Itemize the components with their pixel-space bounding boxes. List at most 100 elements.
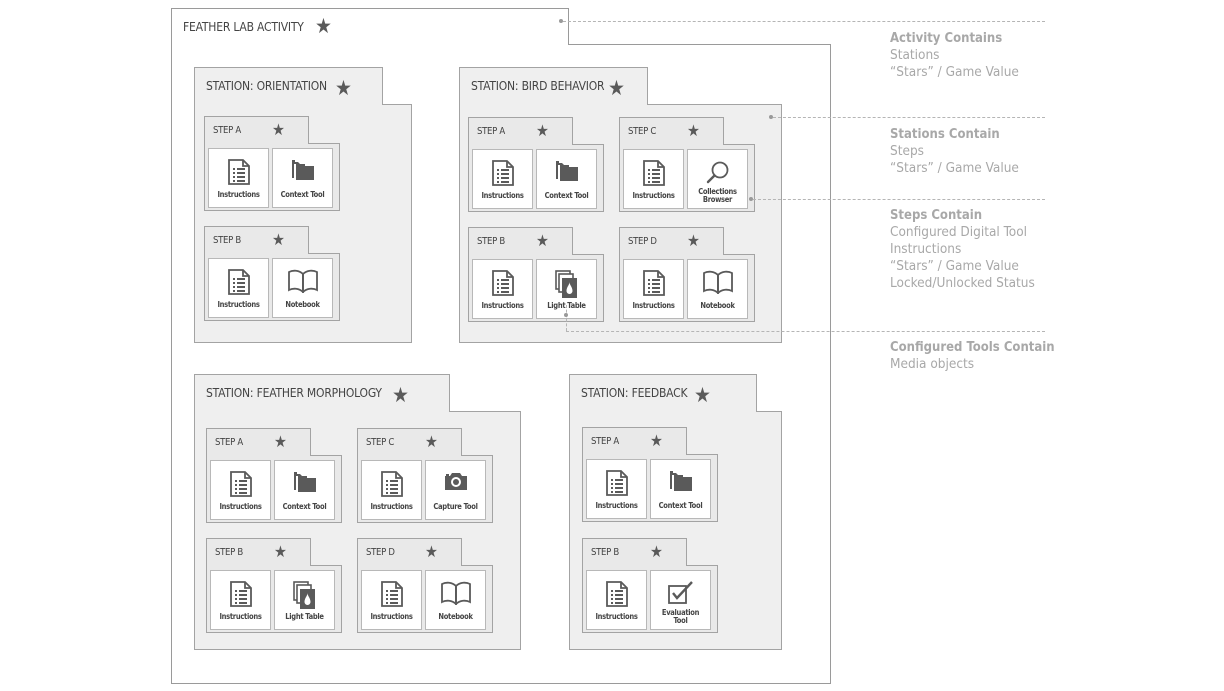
tool-tile[interactable]: Collections Browser	[687, 149, 748, 209]
step-tab[interactable]: STEP B ★	[468, 227, 573, 255]
step-label: STEP B	[591, 547, 619, 558]
tool-label: Notebook	[438, 612, 473, 621]
tool-label: Context Tool	[282, 502, 327, 511]
tool-tile[interactable]: Instructions	[472, 149, 533, 209]
annotation-line: Steps	[890, 143, 924, 159]
star-icon: ★	[335, 76, 352, 100]
tool-tile[interactable]: Context Tool	[650, 459, 711, 519]
tool-label: Instructions	[481, 301, 524, 310]
star-icon: ★	[425, 542, 438, 561]
step-container: Instructions Notebook	[357, 565, 493, 633]
tool-label: Light Table	[285, 612, 324, 621]
step-tab[interactable]: STEP C★	[357, 428, 462, 456]
tool-tile[interactable]: Instructions	[210, 570, 271, 630]
tool-label: Instructions	[219, 502, 262, 511]
tool-tile[interactable]: Instructions	[586, 570, 647, 630]
step-tab[interactable]: STEP A★	[468, 117, 573, 145]
step-tab[interactable]: STEP A★	[206, 428, 311, 456]
step-container: Instructions Light Table	[206, 565, 342, 633]
station-title: STATION: FEATHER MORPHOLOGY	[206, 386, 382, 400]
document-list-icon	[227, 269, 250, 295]
station-title: STATION: ORIENTATION	[206, 79, 327, 93]
star-icon: ★	[392, 383, 409, 407]
checkbox-icon	[667, 581, 693, 604]
step-tab[interactable]: STEP D★	[619, 227, 724, 255]
step-tab[interactable]: STEP B ★	[204, 226, 309, 254]
activity-tab: FEATHER LAB ACTIVITY ★	[171, 8, 569, 45]
step-tab[interactable]: STEP B★	[206, 538, 311, 566]
folder-icon	[293, 472, 316, 492]
tool-tile[interactable]: Context Tool	[274, 460, 335, 520]
station-tab[interactable]: STATION: BIRD BEHAVIOR★	[459, 67, 648, 105]
step-label: STEP C	[628, 126, 657, 137]
tool-label: Instructions	[632, 191, 675, 200]
tool-tile[interactable]: Instructions	[586, 459, 647, 519]
tool-tile[interactable]: Instructions	[623, 259, 684, 319]
tool-tile[interactable]: Instructions	[208, 148, 269, 208]
activity-title: FEATHER LAB ACTIVITY	[183, 20, 304, 34]
step-tab[interactable]: STEP B ★	[582, 538, 687, 566]
station-tab[interactable]: STATION: ORIENTATION ★	[194, 67, 383, 105]
step-tab[interactable]: STEP A★	[582, 427, 687, 455]
document-list-icon	[605, 470, 628, 496]
open-book-icon	[702, 270, 733, 294]
document-list-icon	[605, 581, 628, 607]
tool-tile[interactable]: Instructions	[361, 460, 422, 520]
step-tab[interactable]: STEP A★	[204, 116, 309, 144]
annotation-line: “Stars” / Game Value	[890, 160, 1019, 176]
tool-tile[interactable]: Instructions	[210, 460, 271, 520]
document-list-icon	[380, 471, 403, 497]
star-icon: ★	[687, 121, 700, 140]
tool-tile[interactable]: Notebook	[425, 570, 486, 630]
tool-tile[interactable]: Light Table	[274, 570, 335, 630]
step-label: STEP A	[213, 125, 241, 136]
star-icon: ★	[536, 231, 549, 250]
connector-line	[563, 21, 1045, 22]
annotation-title: Configured Tools Contain	[890, 340, 1055, 355]
tool-tile[interactable]: Evaluation Tool	[650, 570, 711, 630]
step-tab[interactable]: STEP D★	[357, 538, 462, 566]
tool-tile[interactable]: Capture Tool	[425, 460, 486, 520]
star-icon: ★	[650, 542, 663, 561]
tool-tile[interactable]: Instructions	[472, 259, 533, 319]
tool-label: Instructions	[219, 612, 262, 621]
tool-tile[interactable]: Context Tool	[536, 149, 597, 209]
tool-label: Instructions	[595, 612, 638, 621]
step-label: STEP B	[215, 547, 243, 558]
star-icon: ★	[315, 14, 332, 38]
station-tab[interactable]: STATION: FEATHER MORPHOLOGY ★	[194, 374, 450, 412]
step-label: STEP C	[366, 437, 395, 448]
tool-tile[interactable]: Notebook	[272, 258, 333, 318]
step-label: STEP A	[477, 126, 505, 137]
tool-label: Instructions	[370, 502, 413, 511]
tool-label: Instructions	[632, 301, 675, 310]
tool-tile[interactable]: Instructions	[208, 258, 269, 318]
station-tab[interactable]: STATION: FEEDBACK★	[569, 374, 757, 412]
step-container: Instructions Context Tool	[204, 143, 340, 211]
tool-tile[interactable]: Context Tool	[272, 148, 333, 208]
step-tab[interactable]: STEP C ★	[619, 117, 724, 145]
tool-tile[interactable]: Instructions	[623, 149, 684, 209]
folder-icon	[555, 161, 578, 181]
connector-line	[566, 305, 567, 331]
star-icon: ★	[650, 431, 663, 450]
annotation-line: Configured Digital Tool	[890, 224, 1028, 240]
step-label: STEP B	[213, 235, 241, 246]
tool-tile[interactable]: Instructions	[361, 570, 422, 630]
layered-slides-icon	[292, 581, 315, 609]
tool-label: Instructions	[217, 190, 260, 199]
document-list-icon	[380, 581, 403, 607]
annotation-title: Stations Contain	[890, 127, 1000, 142]
annotation-title: Steps Contain	[890, 208, 983, 223]
star-icon: ★	[272, 230, 285, 249]
tool-tile[interactable]: Notebook	[687, 259, 748, 319]
step-label: STEP B	[477, 236, 505, 247]
step-container: Instructions Evaluation Tool	[582, 565, 718, 633]
camera-icon	[444, 473, 467, 490]
tool-label: Instructions	[370, 612, 413, 621]
connector-line	[773, 117, 1045, 118]
